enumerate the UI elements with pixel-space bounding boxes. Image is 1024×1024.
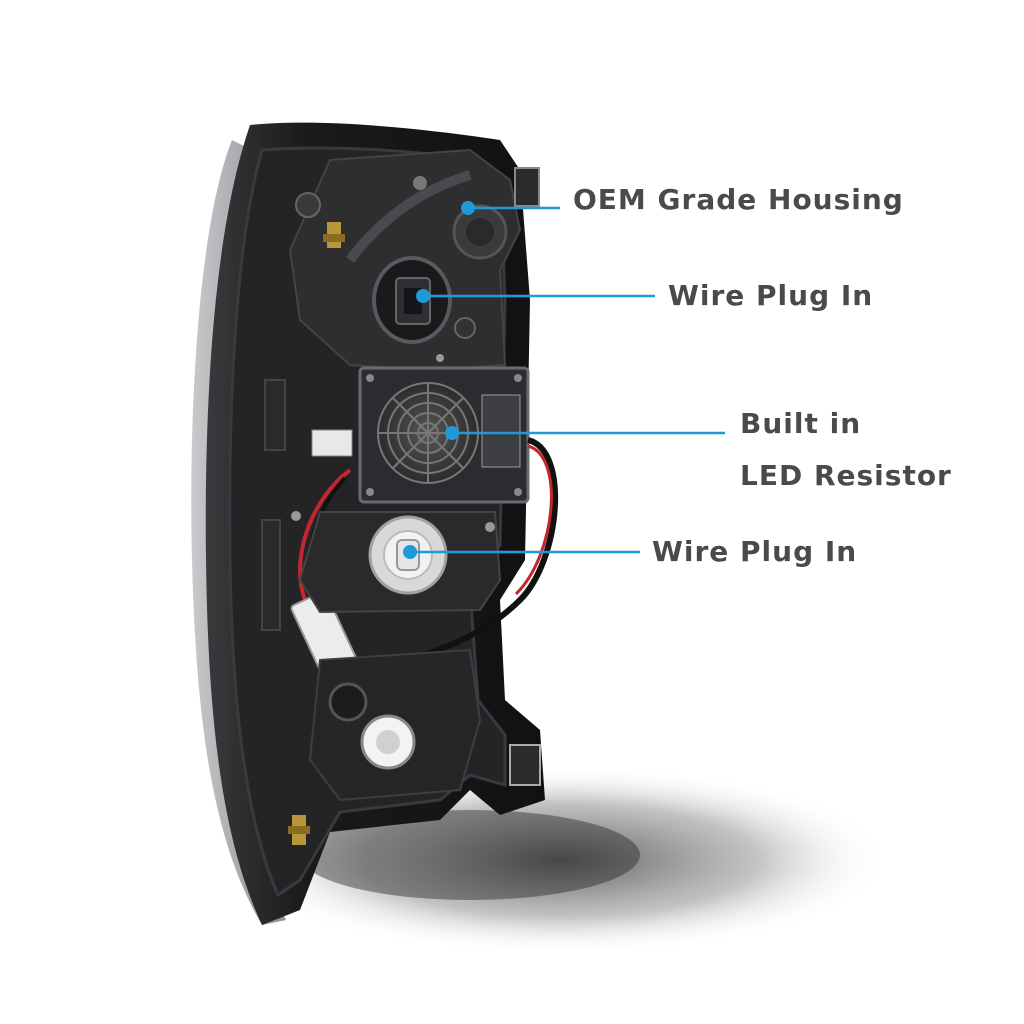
callout-line-wire-plug-2 — [403, 545, 640, 559]
label-built-in: Built in — [740, 407, 862, 440]
brass-stud-top — [323, 222, 345, 248]
label-wire-plug-in-1: Wire Plug In — [668, 279, 874, 312]
wire-red-left — [298, 468, 352, 601]
brass-stud-bottom — [288, 815, 310, 845]
label-led-resistor: LED Resistor — [740, 459, 952, 492]
mount-clip-bottom — [509, 744, 541, 786]
upper-module-curve — [346, 170, 472, 264]
resistor-warning-sticker — [481, 394, 521, 468]
label-wire-plug-in-2: Wire Plug In — [652, 535, 858, 568]
label-oem-grade-housing: OEM Grade Housing — [573, 183, 904, 216]
floor-shadow-core — [300, 810, 640, 900]
mount-clip-top — [514, 167, 540, 207]
wire-red — [514, 444, 553, 596]
callout-line-oem-housing — [461, 201, 560, 215]
callout-line-wire-plug-1 — [416, 289, 655, 303]
callout-line-led-resistor — [445, 426, 725, 440]
